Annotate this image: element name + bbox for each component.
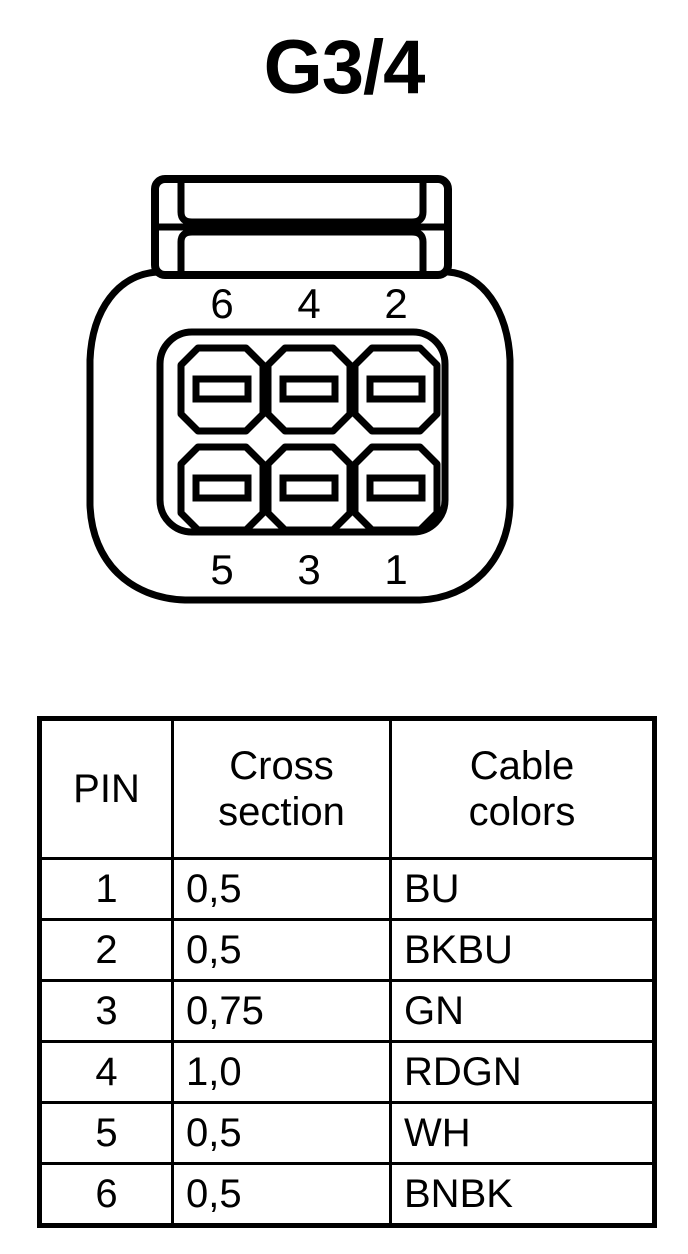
table-header-row: PIN Cross section Cable colors xyxy=(38,717,656,860)
pin-assignment-table: PIN Cross section Cable colors 1 0,5 BU … xyxy=(37,716,657,1228)
cell-cross-section: 0,5 xyxy=(171,918,392,982)
column-header-colors-line-2: colors xyxy=(468,790,576,834)
cell-cable-color: BNBK xyxy=(389,1162,656,1227)
column-header-cross-section: Cross section xyxy=(171,717,392,860)
pin-number-label-3: 3 xyxy=(297,546,320,593)
table-header: PIN Cross section Cable colors xyxy=(38,717,656,860)
cell-cross-section: 0,5 xyxy=(171,1162,392,1227)
connector-svg: 6 4 2 5 3 1 xyxy=(86,175,514,604)
table-row: 5 0,5 WH xyxy=(38,1101,656,1165)
locking-tab-lower-slot xyxy=(177,228,427,275)
locking-tab-upper-slot xyxy=(177,179,427,226)
pin-slot-5 xyxy=(192,474,252,502)
cell-cable-color: BU xyxy=(389,857,656,921)
connector-diagram: 6 4 2 5 3 1 xyxy=(0,160,688,620)
pin-number-label-2: 2 xyxy=(384,280,407,327)
table-row: 1 0,5 BU xyxy=(38,857,656,921)
pin-slot-4 xyxy=(279,375,339,403)
column-header-pin: PIN xyxy=(38,717,174,860)
cell-pin: 4 xyxy=(38,1040,174,1104)
cell-cable-color: WH xyxy=(389,1101,656,1165)
pin-number-label-4: 4 xyxy=(297,280,320,327)
column-header-cross-line-1: Cross xyxy=(229,744,334,788)
cell-pin: 2 xyxy=(38,918,174,982)
table-body: 1 0,5 BU 2 0,5 BKBU 3 0,75 GN 4 1,0 RDGN… xyxy=(38,857,656,1227)
pin-slot-1 xyxy=(366,474,426,502)
column-header-cable-colors: Cable colors xyxy=(389,717,656,860)
pin-number-label-6: 6 xyxy=(210,280,233,327)
cell-cross-section: 0,5 xyxy=(171,1101,392,1165)
cell-pin: 6 xyxy=(38,1162,174,1227)
cell-cable-color: RDGN xyxy=(389,1040,656,1104)
cell-cross-section: 1,0 xyxy=(171,1040,392,1104)
column-header-colors-line-1: Cable xyxy=(469,744,575,788)
pin-number-label-5: 5 xyxy=(210,546,233,593)
table-row: 3 0,75 GN xyxy=(38,979,656,1043)
cell-pin: 5 xyxy=(38,1101,174,1165)
pin-number-label-1: 1 xyxy=(384,546,407,593)
cell-pin: 1 xyxy=(38,857,174,921)
page-title: G3/4 xyxy=(263,25,426,110)
column-header-pin-line-1: PIN xyxy=(73,767,140,811)
table-row: 2 0,5 BKBU xyxy=(38,918,656,982)
cell-pin: 3 xyxy=(38,979,174,1043)
column-header-cross-line-2: section xyxy=(218,790,345,834)
pin-slot-6 xyxy=(192,375,252,403)
pin-slot-3 xyxy=(279,474,339,502)
cell-cable-color: GN xyxy=(389,979,656,1043)
cell-cross-section: 0,75 xyxy=(171,979,392,1043)
pin-slot-2 xyxy=(366,375,426,403)
table-row: 6 0,5 BNBK xyxy=(38,1162,656,1227)
table-row: 4 1,0 RDGN xyxy=(38,1040,656,1104)
cell-cross-section: 0,5 xyxy=(171,857,392,921)
cell-cable-color: BKBU xyxy=(389,918,656,982)
